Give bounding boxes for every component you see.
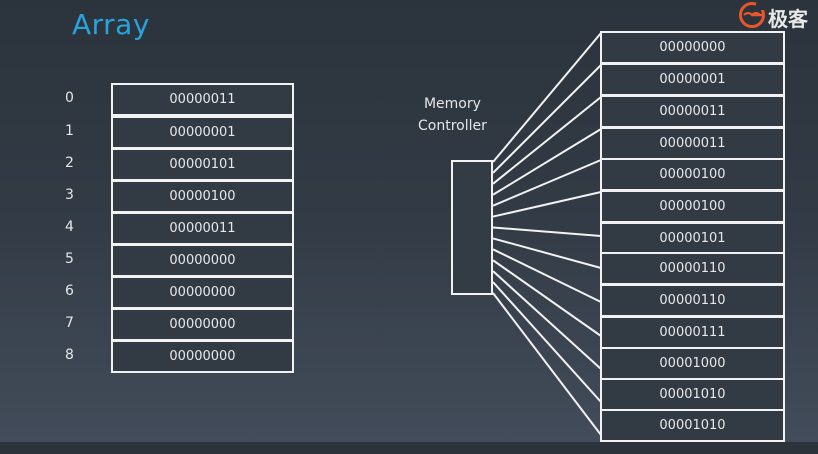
memory-controller-box xyxy=(451,160,493,295)
memory-cell-5: 00000100 xyxy=(600,190,785,223)
array-index-6: 6 xyxy=(65,283,74,299)
wire-8 xyxy=(492,248,602,303)
logo-text: 极客 xyxy=(768,6,808,31)
array-index-5: 5 xyxy=(65,251,74,267)
wire-1 xyxy=(492,64,602,174)
wire-11 xyxy=(492,281,602,403)
memory-cell-6: 00000101 xyxy=(600,222,785,255)
array-cell-8: 00000000 xyxy=(111,340,294,373)
memory-cell-0: 00000000 xyxy=(600,31,785,64)
memory-cell-9: 00000111 xyxy=(600,316,785,349)
memory-cell-11: 00001010 xyxy=(600,378,785,411)
wire-6 xyxy=(492,226,602,237)
memory-controller-label-line1: Memory xyxy=(423,96,481,112)
memory-controller-label: Memory Controller xyxy=(418,93,487,137)
geekbang-g-logo-icon xyxy=(738,1,766,33)
array-cell-3: 00000100 xyxy=(111,180,294,213)
array-index-7: 7 xyxy=(65,315,74,331)
bottom-bar xyxy=(0,442,818,454)
wire-2 xyxy=(492,96,602,185)
array-cell-5: 00000000 xyxy=(111,244,294,277)
memory-cell-12: 00001010 xyxy=(600,409,785,442)
memory-controller-label-line2: Controller xyxy=(418,118,487,134)
memory-cell-4: 00000100 xyxy=(600,158,785,191)
wire-12 xyxy=(492,292,602,436)
wire-3 xyxy=(492,128,602,196)
memory-cell-3: 00000011 xyxy=(600,127,785,160)
wire-9 xyxy=(492,259,602,337)
slide-title: Array xyxy=(72,8,150,41)
array-index-8: 8 xyxy=(65,347,74,363)
wire-0 xyxy=(492,32,602,163)
array-index-3: 3 xyxy=(65,187,74,203)
wire-10 xyxy=(492,270,602,370)
wire-4 xyxy=(492,159,602,207)
memory-cell-2: 00000011 xyxy=(600,95,785,128)
array-index-4: 4 xyxy=(65,219,74,235)
memory-cell-8: 00000110 xyxy=(600,284,785,317)
array-index-1: 1 xyxy=(65,123,74,139)
array-cell-0: 00000011 xyxy=(111,83,294,116)
array-index-0: 0 xyxy=(65,90,74,106)
memory-cell-10: 00001000 xyxy=(600,347,785,380)
array-cell-2: 00000101 xyxy=(111,148,294,181)
memory-cell-1: 00000001 xyxy=(600,63,785,96)
array-index-2: 2 xyxy=(65,155,74,171)
memory-cell-7: 00000110 xyxy=(600,252,785,285)
wire-5 xyxy=(492,191,602,218)
wire-7 xyxy=(492,237,602,269)
logo: 极客 xyxy=(738,1,808,33)
